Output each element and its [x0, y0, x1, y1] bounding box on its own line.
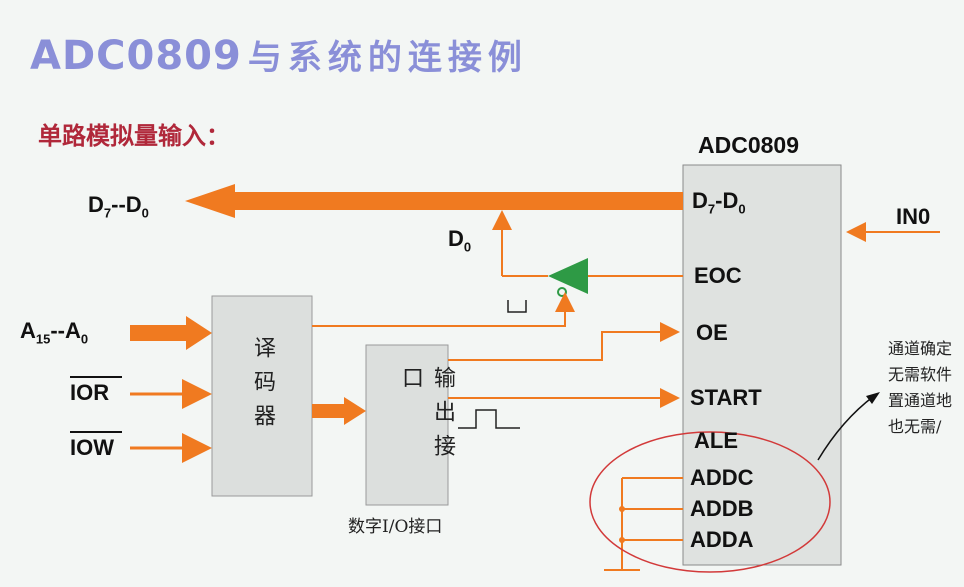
subtitle: 单路模拟量输入：: [38, 122, 230, 150]
oe-line: [448, 322, 680, 361]
in0-label: IN0: [896, 204, 931, 229]
title-chip-name: ADC0809: [30, 33, 242, 79]
address-bus-arrow: [130, 316, 212, 350]
pin-ale-label: ALE: [694, 428, 738, 453]
side-note: 通道确定 无需软件 置通道地 也无需/: [888, 339, 953, 436]
pin-addb-label: ADDB: [690, 496, 754, 521]
enable-line: [312, 292, 575, 327]
ior-label: IOR: [70, 380, 110, 405]
decoder-to-port-arrow: [312, 397, 366, 425]
pin-data-label: D7-D0: [692, 188, 746, 217]
highlight-ellipse: [589, 431, 831, 573]
low-pulse: [507, 300, 527, 313]
decoder-label: 译码器: [250, 336, 275, 438]
address-ground-lines: [604, 477, 683, 571]
tristate-buffer: [548, 258, 588, 294]
digital-io-caption: 数字I/O接口: [348, 517, 443, 537]
d0-label: D0: [448, 226, 472, 255]
chip-name-label: ADC0809: [698, 132, 799, 158]
pin-oe-label: OE: [696, 320, 728, 345]
pin-adda-label: ADDA: [690, 527, 754, 552]
high-pulse: [458, 409, 520, 429]
decoder-box: [211, 295, 313, 497]
iow-label: IOW: [70, 435, 114, 460]
pin-addc-label: ADDC: [690, 465, 754, 490]
output-port-label: 输出接口: [398, 366, 455, 468]
data-bus-label: D7--D0: [88, 192, 149, 221]
pin-eoc-label: EOC: [694, 263, 742, 288]
title-suffix: 与系统的连接例: [247, 38, 528, 78]
data-bus-arrow: [185, 184, 683, 218]
address-bus-label: A15--A0: [20, 318, 89, 347]
note-pointer: [817, 395, 875, 461]
pin-start-label: START: [690, 385, 762, 410]
output-port-box: [365, 344, 449, 506]
adc0809-chip-body: [682, 164, 842, 566]
